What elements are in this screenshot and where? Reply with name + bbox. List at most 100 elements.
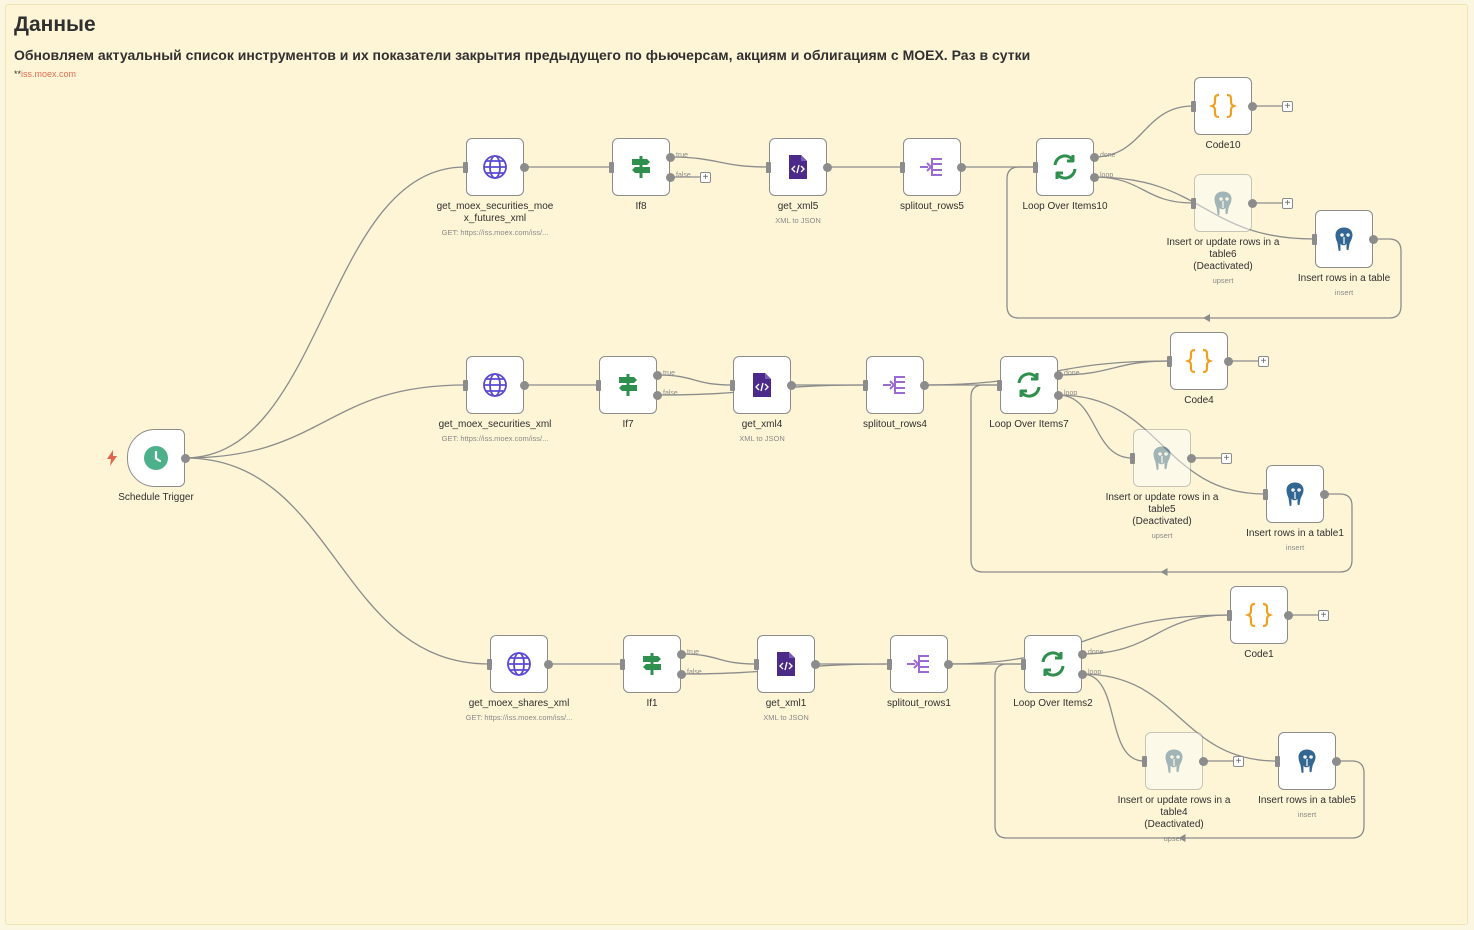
output-handle[interactable] [1053,390,1063,400]
node-xml5[interactable] [769,138,827,196]
node-pgup4[interactable] [1145,732,1203,790]
output-handle[interactable] [1319,489,1329,499]
node-code4[interactable] [1170,332,1228,390]
output-handle[interactable] [519,162,529,172]
input-handle[interactable] [1312,233,1317,245]
connection-r1e[interactable] [1093,105,1194,158]
connection-r2b[interactable] [656,374,733,386]
input-handle[interactable] [997,379,1002,391]
sticky-note[interactable]: Данные Обновляем актуальный список инстр… [5,4,1468,925]
node-code10[interactable] [1194,77,1252,135]
input-handle[interactable] [1227,609,1232,621]
output-handle[interactable] [786,380,796,390]
add-node-button[interactable]: + [700,171,711,183]
node-pgup5[interactable] [1133,429,1191,487]
add-node-button[interactable]: + [1282,100,1293,112]
input-handle[interactable] [1142,755,1147,767]
input-handle[interactable] [620,658,625,670]
output-handle[interactable] [956,162,966,172]
output-handle[interactable] [1077,649,1087,659]
node-split4[interactable] [866,356,924,414]
node-trigger[interactable] [127,429,185,487]
input-handle[interactable] [1191,197,1196,209]
connection-r1f[interactable] [1093,176,1194,204]
output-handle[interactable] [1198,756,1208,766]
node-pgins5[interactable] [1278,732,1336,790]
connection-r3g[interactable] [1081,673,1278,762]
input-handle[interactable] [730,379,735,391]
input-handle[interactable] [463,379,468,391]
output-handle[interactable] [1247,198,1257,208]
input-handle[interactable] [1263,488,1268,500]
connection-r2g[interactable] [1057,394,1266,495]
node-loop2[interactable] [1024,635,1082,693]
node-split5[interactable] [903,138,961,196]
output-handle[interactable] [1089,172,1099,182]
add-node-button[interactable]: + [1318,609,1329,621]
output-handle[interactable] [652,390,662,400]
input-handle[interactable] [863,379,868,391]
node-pgins[interactable] [1315,210,1373,268]
node-pgins1[interactable] [1266,465,1324,523]
node-split1[interactable] [890,635,948,693]
output-handle[interactable] [519,380,529,390]
input-handle[interactable] [1021,658,1026,670]
output-handle[interactable] [1331,756,1341,766]
output-handle[interactable] [665,152,675,162]
node-loop7[interactable] [1000,356,1058,414]
output-handle[interactable] [1053,370,1063,380]
output-handle[interactable] [676,649,686,659]
input-handle[interactable] [1275,755,1280,767]
node-if8[interactable] [612,138,670,196]
moex-link[interactable]: iss.moex.com [21,69,77,79]
output-handle[interactable] [1283,610,1293,620]
connection-r2e[interactable] [1057,360,1170,376]
input-handle[interactable] [609,161,614,173]
output-handle[interactable] [652,370,662,380]
input-handle[interactable] [1167,355,1172,367]
connection-r3b[interactable] [680,653,757,665]
input-handle[interactable] [1033,161,1038,173]
output-handle[interactable] [1186,453,1196,463]
input-handle[interactable] [1191,100,1196,112]
output-handle[interactable] [180,453,190,463]
output-handle[interactable] [676,669,686,679]
output-handle[interactable] [1089,152,1099,162]
node-http1[interactable] [466,138,524,196]
connection-r3d2[interactable] [947,614,1230,665]
output-handle[interactable] [543,659,553,669]
add-node-button[interactable]: + [1221,452,1232,464]
node-pgup6[interactable] [1194,174,1252,232]
node-http2[interactable] [466,356,524,414]
node-if7[interactable] [599,356,657,414]
add-node-button[interactable]: + [1282,197,1293,209]
node-xml1[interactable] [757,635,815,693]
output-handle[interactable] [665,172,675,182]
output-handle[interactable] [943,659,953,669]
node-xml4[interactable] [733,356,791,414]
input-handle[interactable] [887,658,892,670]
node-code1[interactable] [1230,586,1288,644]
connection-r2f[interactable] [1057,394,1133,459]
node-if1[interactable] [623,635,681,693]
output-handle[interactable] [919,380,929,390]
add-node-button[interactable]: + [1233,755,1244,767]
output-handle[interactable] [822,162,832,172]
connection-t-h1[interactable] [184,166,466,459]
add-node-button[interactable]: + [1258,355,1269,367]
input-handle[interactable] [596,379,601,391]
input-handle[interactable] [463,161,468,173]
output-handle[interactable] [810,659,820,669]
output-handle[interactable] [1223,356,1233,366]
input-handle[interactable] [754,658,759,670]
connection-t-h3[interactable] [184,457,490,665]
connection-r3f[interactable] [1081,673,1145,762]
connection-r3e[interactable] [1081,614,1230,655]
input-handle[interactable] [1130,452,1135,464]
output-handle[interactable] [1077,669,1087,679]
input-handle[interactable] [766,161,771,173]
node-http3[interactable] [490,635,548,693]
input-handle[interactable] [900,161,905,173]
output-handle[interactable] [1368,234,1378,244]
connection-r1g[interactable] [1093,176,1315,240]
